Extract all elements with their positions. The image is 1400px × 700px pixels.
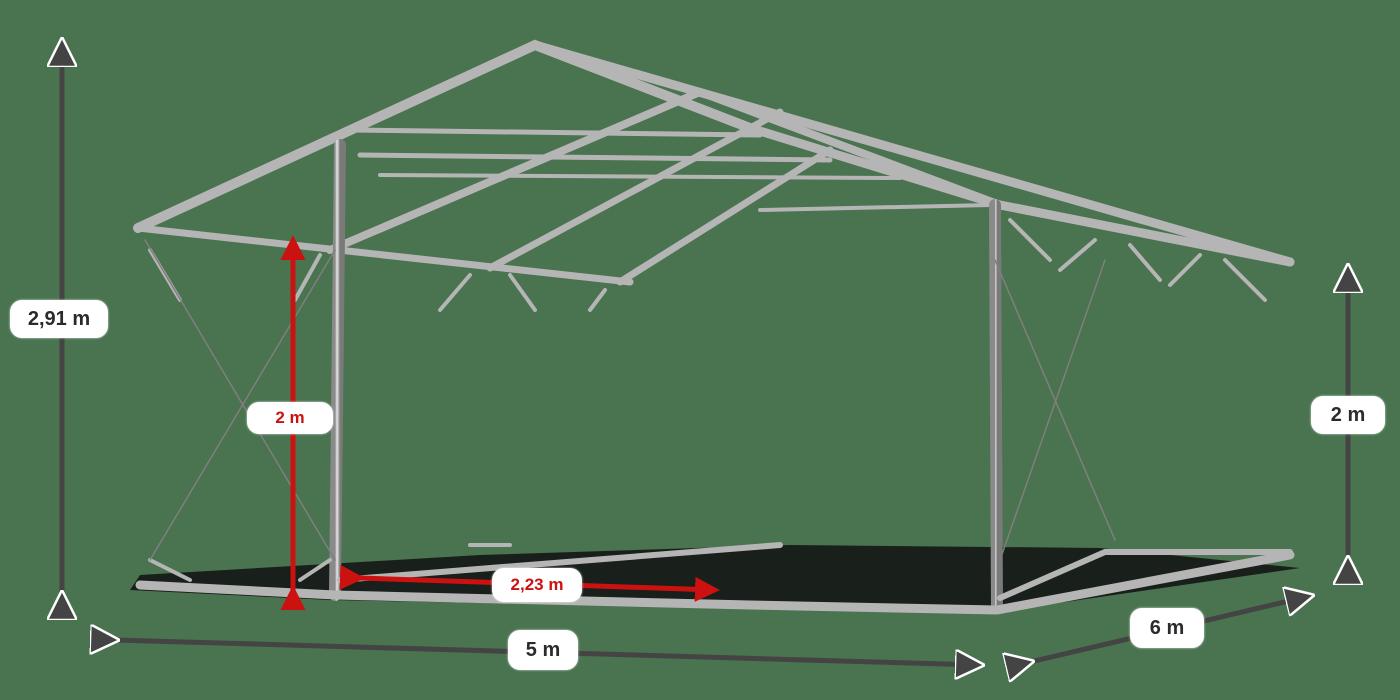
door-height-label: 2 m	[247, 402, 333, 434]
width-label: 5 m	[508, 630, 578, 670]
length-label: 6 m	[1130, 608, 1204, 648]
bay-spacing-label: 2,23 m	[492, 568, 582, 602]
tent-frame	[132, 39, 1295, 615]
door-dimension-arrows	[280, 235, 720, 610]
total-height-label: 2,91 m	[10, 300, 108, 338]
side-height-label: 2 m	[1311, 396, 1385, 434]
